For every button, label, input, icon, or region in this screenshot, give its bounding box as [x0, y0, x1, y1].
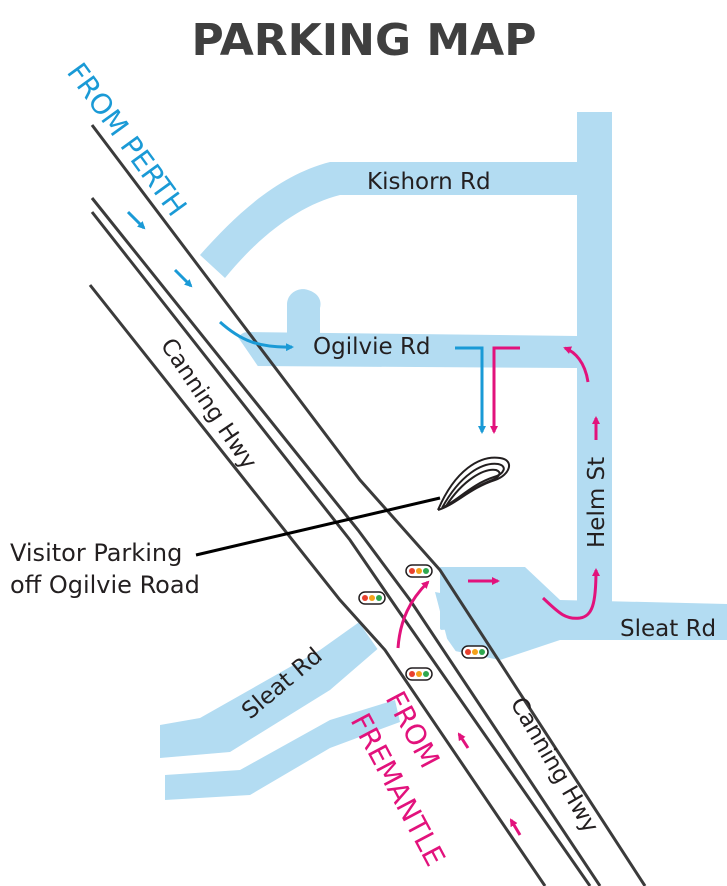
fremantle-route [396, 346, 600, 836]
sleat-road-left-lower [165, 700, 400, 800]
traffic-light-icon [405, 564, 433, 578]
ogilvie-cul-de-sac [287, 289, 321, 340]
route-arrow-icon [490, 346, 520, 434]
route-arrow-icon [455, 346, 486, 434]
local-roads [160, 112, 727, 800]
callout-line [195, 496, 441, 557]
highway-edge-outer-right [90, 124, 647, 886]
highway-edge-outer-left [88, 284, 547, 886]
route-arrow-icon [541, 568, 600, 620]
highway-fill [92, 125, 620, 886]
kishorn-road-label: Kishorn Rd [367, 169, 491, 195]
traffic-light-icon [405, 667, 433, 681]
traffic-light-icon [461, 645, 489, 659]
sleat-road-left [160, 613, 388, 758]
route-arrow-icon [173, 268, 193, 288]
route-arrow-icon [396, 580, 430, 649]
perth-route [126, 210, 486, 434]
route-arrow-icon [457, 732, 470, 749]
traffic-lights [358, 564, 489, 681]
map-title: PARKING MAP [192, 15, 537, 66]
route-arrow-icon [126, 210, 146, 230]
route-arrow-icon [563, 346, 590, 383]
highway-edge-inner-right [90, 197, 602, 886]
helm-street-label: Helm St [584, 457, 610, 548]
route-arrow-icon [509, 818, 522, 836]
canning-highway [88, 124, 647, 886]
visitor-parking-label-line1: Visitor Parking [10, 539, 182, 567]
sleat-road-right-label: Sleat Rd [620, 616, 716, 642]
traffic-light-icon [358, 591, 386, 605]
route-arrow-icon [218, 320, 294, 352]
helm-street-road [577, 112, 612, 632]
parking-symbol-icon [437, 456, 510, 511]
kishorn-road [200, 162, 590, 278]
ogilvie-road-label: Ogilvie Rd [313, 334, 431, 360]
visitor-parking-label-line2: off Ogilvie Road [10, 571, 200, 599]
highway-edge-inner-left [90, 211, 592, 886]
ogilvie-road [235, 332, 577, 368]
